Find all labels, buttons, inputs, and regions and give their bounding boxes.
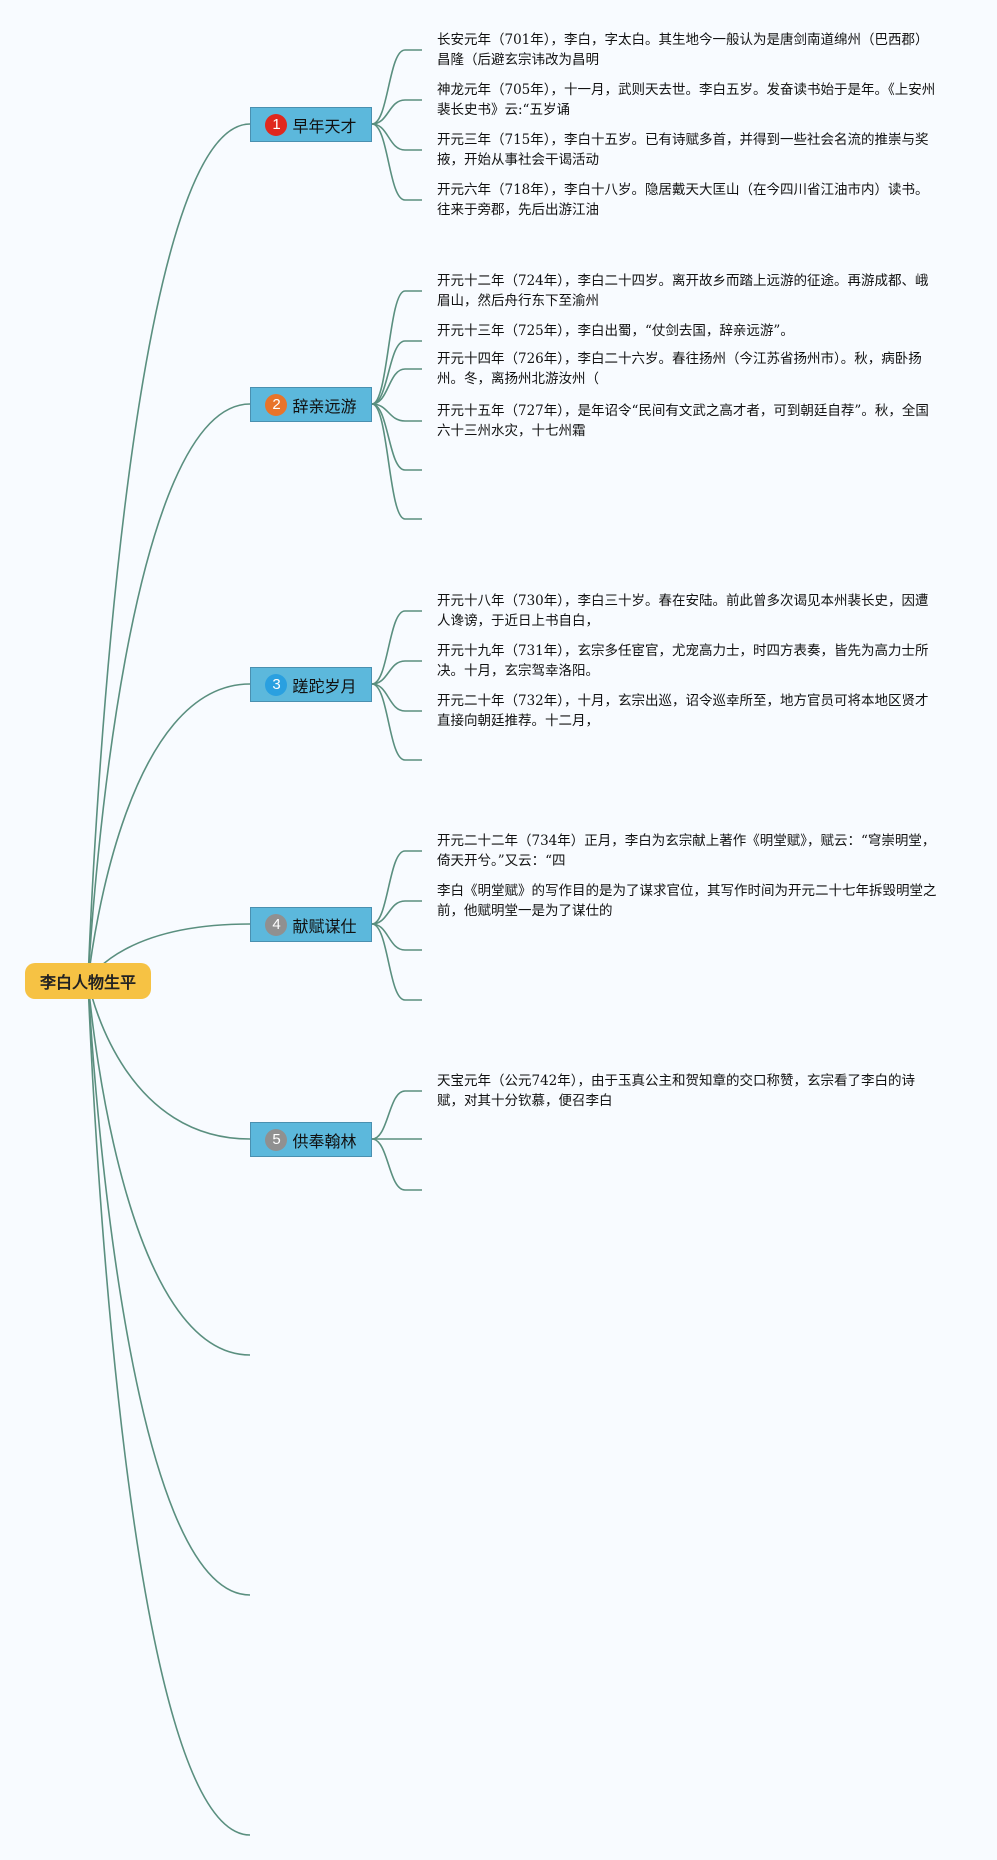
branch-label: 献赋谋仕 — [292, 916, 357, 936]
number-1-icon: 1 — [265, 113, 288, 136]
branch-connector — [371, 123, 406, 201]
root-label: 李白人物生平 — [39, 973, 136, 992]
leaf-text[interactable]: 长安元年（701年），李白，字太白。其生地今一般认为是唐剑南道绵州（巴西郡）昌隆… — [437, 32, 929, 68]
number-5-icon: 5 — [265, 1128, 288, 1151]
branch-connector — [371, 1138, 406, 1191]
branch-connector — [371, 368, 406, 405]
root-connector — [87, 123, 251, 982]
leaf-text[interactable]: 开元六年（718年），李白十八岁。隐居戴天大匡山（在今四川省江油市内）读书。往来… — [437, 182, 929, 218]
root-connector — [87, 683, 251, 982]
branch-connector — [371, 923, 406, 1001]
leaf-text[interactable]: 天宝元年（公元742年），由于玉真公主和贺知章的交口称赞，玄宗看了李白的诗赋，对… — [437, 1073, 916, 1109]
leaf-text[interactable]: 开元十五年（727年），是年诏令“民间有文武之高才者，可到朝廷自荐”。秋，全国六… — [437, 403, 929, 439]
branch-connector — [371, 1090, 406, 1140]
branch-connector — [371, 850, 406, 925]
branch-label: 辞亲远游 — [292, 396, 357, 416]
leaf-text[interactable]: 开元十八年（730年），李白三十岁。春在安陆。前此曾多次谒见本州裴长史，因遭人谗… — [437, 593, 929, 629]
branch-label: 供奉翰林 — [292, 1131, 357, 1151]
leaf-text[interactable]: 开元十二年（724年），李白二十四岁。离开故乡而踏上远游的征途。再游成都、峨眉山… — [437, 273, 929, 309]
root-connector — [87, 980, 251, 1596]
branch-connector — [371, 99, 406, 125]
branch-connector — [371, 660, 406, 685]
branch-label: 早年天才 — [292, 116, 357, 136]
branch-connector — [371, 683, 406, 761]
number-3-icon: 3 — [265, 673, 288, 696]
branch-node-3[interactable]: 3 蹉跎岁月 — [250, 667, 372, 702]
branch-connector — [371, 403, 406, 520]
leaf-text[interactable]: 开元十九年（731年），玄宗多任宦官，尤宠高力士，时四方表奏，皆先为高力士所决。… — [437, 643, 929, 679]
leaf-text[interactable]: 开元十三年（725年），李白出蜀，“仗剑去国，辞亲远游”。 — [437, 323, 794, 339]
leaf-text[interactable]: 开元二十二年（734年）正月，李白为玄宗献上著作《明堂赋》，赋云：“穹崇明堂，倚… — [437, 833, 936, 869]
branch-connector — [371, 683, 406, 712]
number-2-icon: 2 — [265, 393, 288, 416]
branch-node-4[interactable]: 4 献赋谋仕 — [250, 907, 372, 942]
leaf-text[interactable]: 开元十四年（726年），李白二十六岁。春往扬州（今江苏省扬州市）。秋，病卧扬州。… — [437, 351, 922, 387]
branch-connector — [371, 290, 406, 405]
leaf-text[interactable]: 神龙元年（705年），十一月，武则天去世。李白五岁。发奋读书始于是年。《上安州裴… — [437, 82, 936, 118]
branch-connector — [371, 49, 406, 125]
root-connector — [87, 980, 251, 1836]
branch-node-5[interactable]: 5 供奉翰林 — [250, 1122, 372, 1157]
branch-node-1[interactable]: 1 早年天才 — [250, 107, 372, 142]
root-connector — [87, 980, 251, 1356]
branch-connector — [371, 403, 406, 471]
leaf-text[interactable]: 开元二十年（732年），十月，玄宗出巡，诏令巡幸所至，地方官员可将本地区贤才直接… — [437, 693, 929, 729]
branch-connector — [371, 610, 406, 685]
root-connector — [87, 980, 251, 1140]
root-connector — [87, 403, 251, 982]
branch-connector — [371, 900, 406, 925]
root-node[interactable]: 李白人物生平 — [25, 963, 151, 999]
number-4-icon: 4 — [265, 913, 288, 936]
leaf-text[interactable]: 李白《明堂赋》的写作目的是为了谋求官位，其写作时间为开元二十七年拆毁明堂之前，他… — [437, 883, 937, 919]
branch-node-2[interactable]: 2 辞亲远游 — [250, 387, 372, 422]
leaf-text[interactable]: 开元三年（715年），李白十五岁。已有诗赋多首，并得到一些社会名流的推崇与奖掖，… — [437, 132, 929, 168]
branch-label: 蹉跎岁月 — [292, 676, 357, 696]
